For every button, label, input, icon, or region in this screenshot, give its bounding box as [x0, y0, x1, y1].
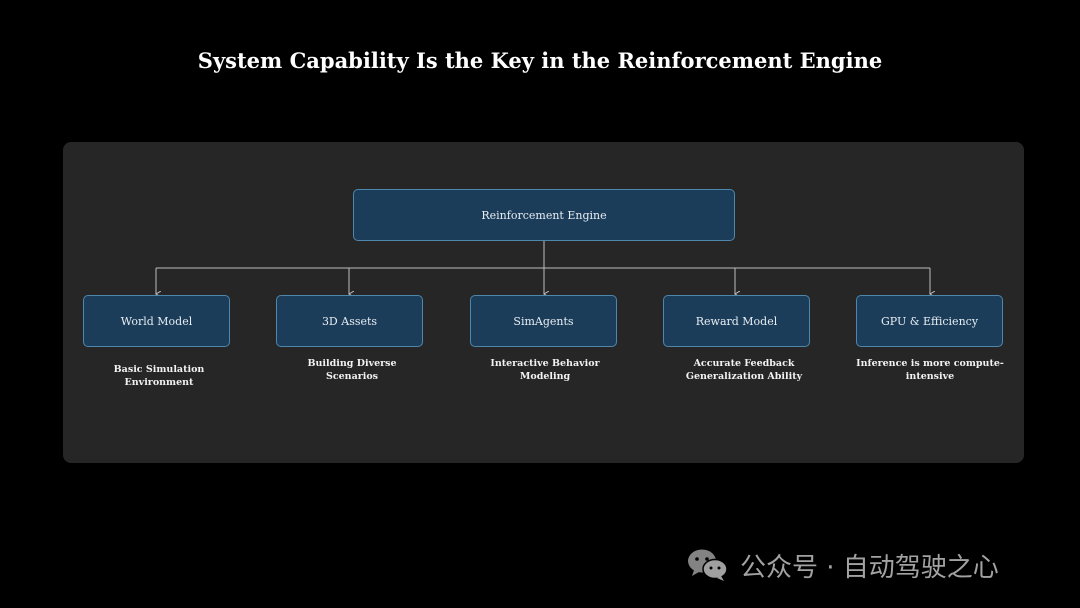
node-simagents: SimAgents: [470, 295, 617, 347]
description-gpu-efficiency: Inference is more compute- intensive: [856, 358, 1004, 382]
node-world-model: World Model: [83, 295, 230, 347]
node-label: GPU & Efficiency: [880, 314, 979, 328]
node-reward-model: Reward Model: [663, 295, 810, 347]
node-3d-assets: 3D Assets: [276, 295, 423, 347]
watermark-text: 公众号 · 自动驾驶之心: [740, 552, 999, 583]
slide-title: System Capability Is the Key in the Rein…: [197, 48, 883, 73]
node-label: SimAgents: [513, 314, 574, 328]
node-label: 3D Assets: [321, 314, 378, 328]
node-label: Reward Model: [695, 314, 778, 328]
description-3d-assets: Building Diverse Scenarios: [307, 358, 397, 382]
node-label: World Model: [120, 314, 193, 328]
watermark: 公众号 · 自动驾驶之心: [686, 545, 999, 585]
node-reinforcement-engine: Reinforcement Engine: [353, 189, 735, 241]
wechat-icon: [688, 549, 728, 581]
node-gpu-efficiency: GPU & Efficiency: [856, 295, 1003, 347]
description-reward-model: Accurate Feedback Generalization Ability: [685, 358, 803, 382]
description-simagents: Interactive Behavior Modeling: [490, 358, 600, 382]
description-world-model: Basic Simulation Environment: [113, 364, 205, 388]
node-label: Reinforcement Engine: [481, 208, 607, 222]
